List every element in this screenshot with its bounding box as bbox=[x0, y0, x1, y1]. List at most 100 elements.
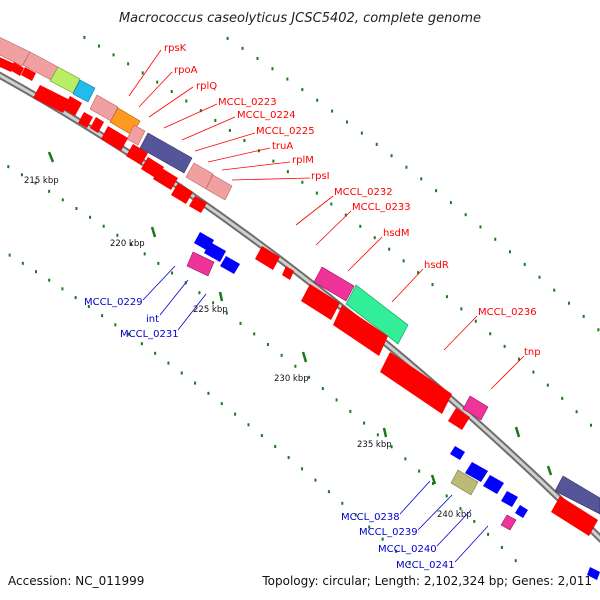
guide-dot bbox=[220, 402, 223, 406]
guide-dot bbox=[395, 549, 398, 553]
gene-arrow bbox=[301, 284, 340, 320]
guide-dot bbox=[474, 319, 477, 323]
guide-dot bbox=[589, 423, 592, 427]
guide-dot bbox=[354, 513, 357, 517]
guide-dot bbox=[171, 271, 174, 275]
guide-dot bbox=[349, 409, 352, 413]
guide-dot bbox=[199, 109, 202, 113]
guide-dot bbox=[239, 321, 242, 325]
guide-dot bbox=[390, 445, 393, 449]
gene-label: MCCL_0240 bbox=[378, 544, 437, 555]
guide-dot bbox=[582, 314, 585, 318]
guide-dot bbox=[35, 270, 38, 274]
gene-arrow bbox=[220, 256, 240, 274]
gene-arrow bbox=[63, 96, 82, 116]
kbp-label: 230 kbp bbox=[274, 374, 309, 384]
leader-line bbox=[159, 279, 189, 316]
leader-line bbox=[194, 132, 256, 152]
kbp-label: 225 kbp bbox=[193, 305, 228, 315]
leader-line bbox=[148, 86, 194, 118]
guide-dot bbox=[445, 295, 448, 299]
gene-label: MCCL_0229 bbox=[84, 297, 143, 308]
gene-arrow bbox=[448, 408, 470, 430]
guide-dot bbox=[344, 213, 347, 217]
guide-dot bbox=[280, 353, 283, 357]
feature-block bbox=[450, 469, 479, 496]
gene-arrow bbox=[90, 117, 104, 133]
guide-dot bbox=[102, 224, 105, 228]
leader-line bbox=[221, 161, 291, 171]
guide-dot bbox=[373, 236, 376, 240]
kbp-tick bbox=[430, 474, 437, 485]
guide-dot bbox=[487, 532, 490, 536]
feature-block bbox=[126, 124, 146, 146]
guide-dot bbox=[116, 233, 119, 237]
gene-label: truA bbox=[272, 141, 293, 152]
guide-dot bbox=[112, 53, 115, 57]
guide-dot bbox=[256, 56, 259, 60]
leader-line bbox=[436, 509, 472, 547]
gene-label: MCCL_0233 bbox=[352, 202, 411, 213]
guide-dot bbox=[274, 445, 277, 449]
guide-dot bbox=[489, 332, 492, 336]
guide-dot bbox=[360, 131, 363, 135]
summary-text: Topology: circular; Length: 2,102,324 bp… bbox=[261, 574, 592, 588]
leader-line bbox=[443, 315, 478, 351]
guide-dot bbox=[375, 142, 378, 146]
guide-dot bbox=[314, 478, 317, 482]
guide-dot bbox=[518, 357, 521, 361]
kbp-tick bbox=[301, 351, 308, 363]
guide-dot bbox=[388, 247, 391, 251]
kbp-tick bbox=[218, 291, 224, 302]
feature-block bbox=[500, 514, 517, 531]
guide-dot bbox=[308, 375, 311, 379]
guide-dot bbox=[157, 261, 160, 265]
guide-dot bbox=[260, 434, 263, 438]
guide-dot bbox=[101, 314, 104, 318]
gene-arrow bbox=[501, 491, 518, 507]
gene-arrow bbox=[126, 144, 148, 165]
guide-dot bbox=[341, 501, 344, 505]
guide-dot bbox=[87, 305, 90, 309]
guide-dot bbox=[167, 361, 170, 365]
gene-arrow bbox=[101, 126, 128, 151]
kbp-tick bbox=[514, 426, 521, 438]
gene-arrow bbox=[153, 167, 178, 190]
guide-dot bbox=[143, 252, 146, 256]
kbp-label: 220 kbp bbox=[110, 239, 145, 249]
kbp-label: 215 kbp bbox=[24, 176, 59, 186]
guide-dot bbox=[8, 253, 11, 257]
guide-dot bbox=[459, 507, 462, 511]
gene-arrow bbox=[450, 446, 465, 460]
guide-dot bbox=[194, 381, 197, 385]
guide-dot bbox=[185, 99, 188, 103]
gene-label: MCCL_0231 bbox=[120, 329, 179, 340]
kbp-tick bbox=[47, 151, 55, 163]
leader-line bbox=[177, 293, 207, 331]
gene-label: MCCL_0232 bbox=[334, 187, 393, 198]
gene-arrow bbox=[204, 242, 226, 262]
leader-line bbox=[231, 177, 311, 181]
guide-dot bbox=[546, 383, 549, 387]
gene-label: MCCL_0223 bbox=[218, 97, 277, 108]
gene-arrow bbox=[282, 266, 294, 280]
feature-block bbox=[0, 37, 31, 67]
gene-arrow bbox=[255, 246, 280, 270]
gene-label: MCCL_0238 bbox=[341, 512, 400, 523]
guide-dot bbox=[346, 120, 349, 124]
guide-dot bbox=[420, 177, 423, 181]
guide-dot bbox=[402, 259, 405, 263]
guide-dot bbox=[75, 207, 78, 211]
guide-dot bbox=[140, 342, 143, 346]
guide-dot bbox=[330, 202, 333, 206]
guide-dot bbox=[286, 170, 289, 174]
guide-dot bbox=[243, 139, 246, 143]
guide-dot bbox=[431, 283, 434, 287]
guide-dot bbox=[212, 301, 215, 305]
forward-genes bbox=[0, 57, 598, 536]
guide-dot bbox=[532, 370, 535, 374]
guide-dot bbox=[286, 77, 289, 81]
guide-dot bbox=[523, 262, 526, 266]
guide-dot bbox=[21, 261, 24, 265]
